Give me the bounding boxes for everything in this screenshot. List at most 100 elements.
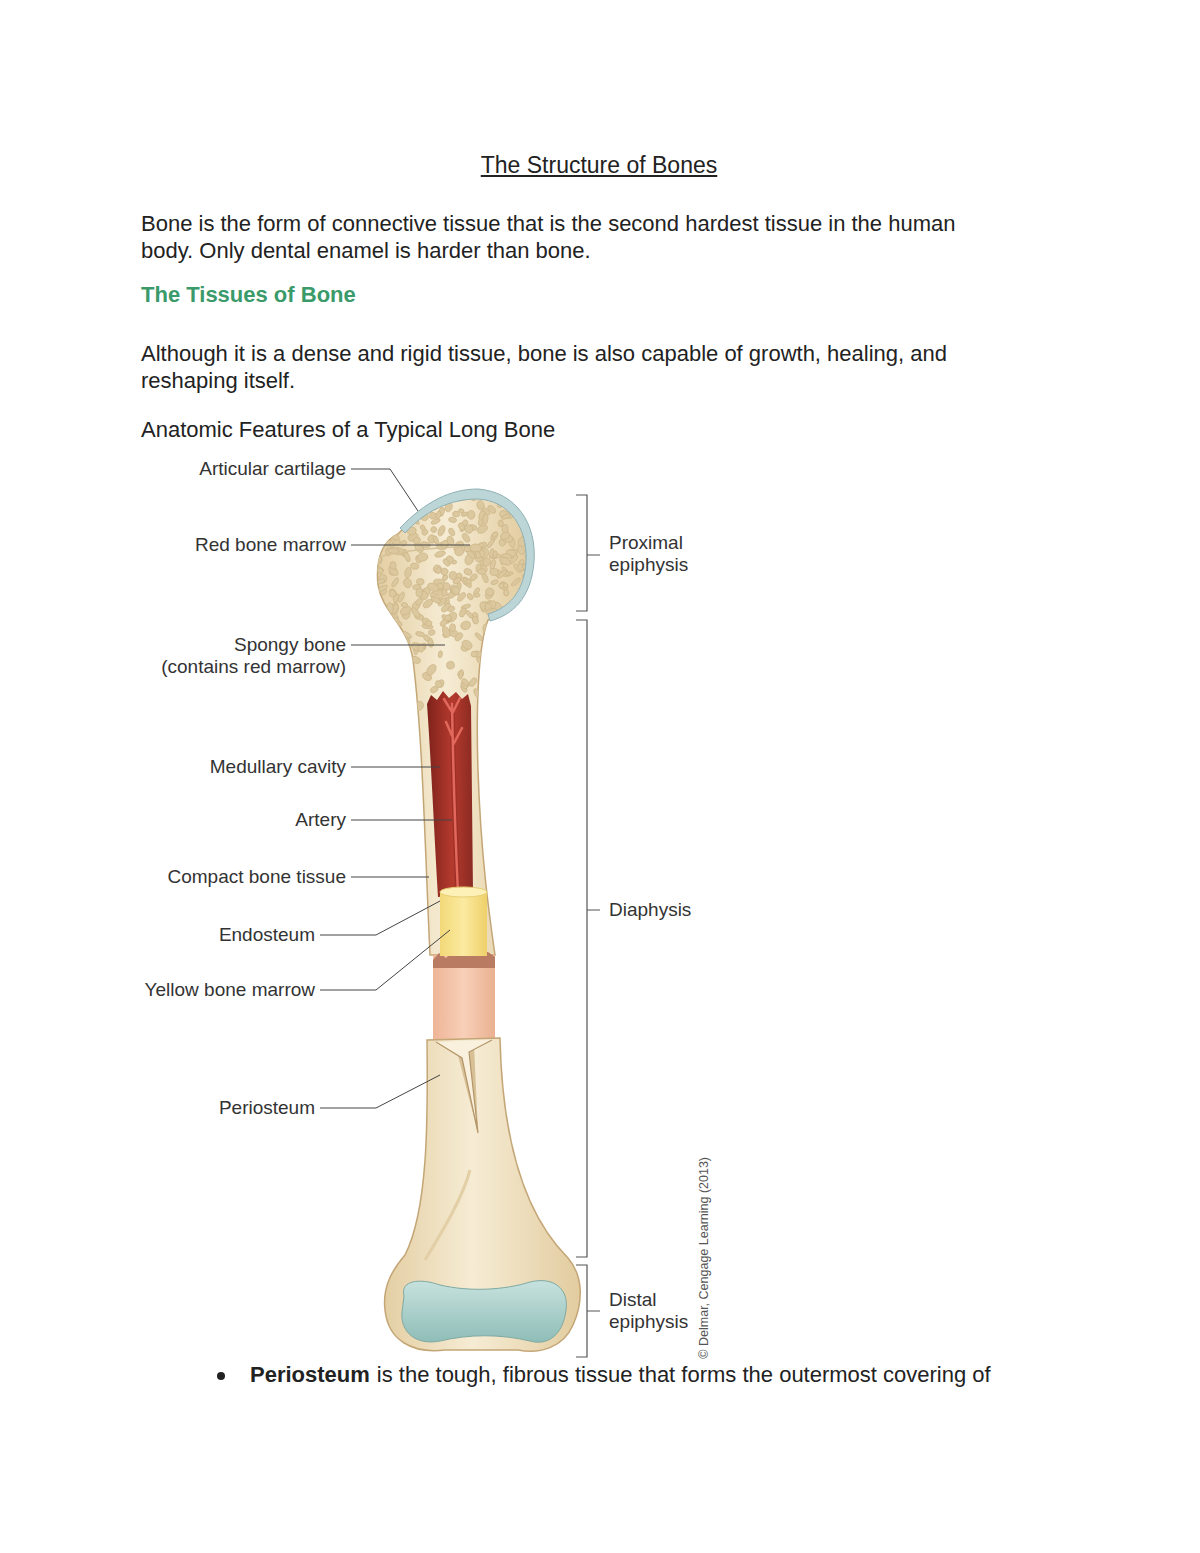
spongy-pore (486, 538, 495, 549)
spongy-pore (376, 567, 384, 575)
spongy-pore (390, 649, 398, 659)
spongy-pore (484, 586, 495, 597)
body-paragraph: Although it is a dense and rigid tissue,… (141, 340, 947, 394)
spongy-pore (501, 513, 511, 520)
spongy-pore (373, 619, 382, 626)
spongy-pore (391, 577, 400, 588)
part-label: Compact bone tissue (168, 865, 347, 889)
spongy-pore (376, 668, 386, 680)
compact-bone-section (433, 955, 495, 1045)
yellow-marrow (440, 892, 487, 956)
spongy-pore (391, 532, 401, 541)
spongy-pore (448, 517, 457, 523)
spongy-pore (412, 699, 425, 712)
spongy-pore (385, 655, 396, 663)
part-label: Articular cartilage (199, 457, 346, 481)
spongy-pore (524, 509, 532, 518)
text-line: Compact bone tissue (168, 866, 347, 887)
part-label: Periosteum (219, 1096, 315, 1120)
spongy-pore (483, 635, 492, 642)
spongy-pore (430, 596, 441, 604)
spongy-pore (458, 607, 466, 618)
articular-cartilage (400, 489, 534, 621)
spongy-pore (478, 569, 487, 575)
spongy-pore (482, 514, 489, 525)
spongy-pore (397, 495, 407, 505)
leader-line (351, 545, 470, 546)
text-line: Diaphysis (609, 899, 691, 920)
spongy-pore (417, 552, 429, 562)
spongy-pore (521, 505, 528, 511)
spongy-pore (528, 695, 536, 705)
spongy-pore (383, 493, 392, 501)
text-line: Although it is a dense and rigid tissue,… (141, 341, 947, 366)
spongy-pore (475, 551, 481, 559)
spongy-pore (482, 623, 491, 634)
spongy-pore (399, 637, 406, 644)
spongy-pore (421, 528, 429, 536)
spongy-pore (472, 688, 482, 700)
spongy-pore (392, 497, 402, 508)
text-line: epiphysis (609, 1311, 688, 1332)
spongy-pore (416, 578, 424, 585)
spongy-pore (434, 679, 443, 688)
spongy-pore (447, 605, 456, 612)
distal-shading (425, 1170, 470, 1260)
spongy-pore (397, 591, 406, 603)
spongy-pore (491, 531, 499, 539)
spongy-pore (394, 647, 402, 657)
spongy-pore (454, 631, 465, 642)
copyright-note: © Delmar, Cengage Learning (2013) (697, 1157, 713, 1359)
spongy-pore (379, 500, 387, 509)
spongy-pore (450, 585, 461, 596)
spongy-pore (460, 620, 472, 631)
spongy-pore (503, 666, 510, 672)
text-line: Bone is the form of connective tissue th… (141, 211, 955, 236)
region-label: Diaphysis (609, 898, 691, 922)
section-heading: The Tissues of Bone (141, 281, 356, 309)
medullary-cavity (427, 691, 473, 897)
spongy-pore (497, 569, 508, 580)
spongy-pore (458, 669, 463, 679)
body-paragraph: Bone is the form of connective tissue th… (141, 210, 955, 264)
spongy-pore (469, 573, 479, 583)
leader-line (320, 930, 450, 990)
spongy-pore (374, 503, 382, 510)
spongy-pore (507, 631, 515, 641)
spongy-pore (413, 493, 421, 504)
spongy-pore (437, 524, 447, 536)
spongy-pore (378, 634, 384, 638)
text-line: Endosteum (219, 924, 315, 945)
spongy-pore (516, 545, 526, 556)
spongy-pore (528, 617, 539, 622)
spongy-pore (389, 590, 395, 597)
spongy-pore (428, 629, 436, 637)
region-label: Distal epiphysis (609, 1289, 688, 1333)
spongy-pore (389, 515, 397, 522)
leader-line (351, 820, 452, 821)
spongy-pore (389, 512, 401, 525)
figure-heading: Anatomic Features of a Typical Long Bone (141, 416, 555, 444)
text-line: is the tough, fibrous tissue that forms … (377, 1362, 991, 1387)
spongy-pore (493, 550, 498, 558)
spongy-pore (374, 607, 387, 618)
text-line: © Delmar, Cengage Learning (2013) (697, 1157, 711, 1359)
spongy-pore (449, 623, 456, 632)
spongy-pore (490, 579, 499, 586)
spongy-pore (387, 490, 399, 496)
spongy-pore (442, 558, 451, 568)
spongy-pore (402, 577, 412, 588)
bullet-dot (217, 1372, 225, 1380)
spongy-pore (490, 568, 499, 576)
part-label: Artery (295, 808, 346, 832)
spongy-pore (452, 511, 460, 517)
spongy-pore (508, 629, 516, 635)
spongy-pore (377, 531, 386, 544)
distal-cartilage (402, 1281, 567, 1343)
part-label: Red bone marrow (195, 533, 346, 557)
spongy-pore (374, 617, 385, 630)
spongy-pore (483, 657, 497, 669)
spongy-pore (482, 557, 492, 567)
spongy-pore (377, 578, 386, 585)
